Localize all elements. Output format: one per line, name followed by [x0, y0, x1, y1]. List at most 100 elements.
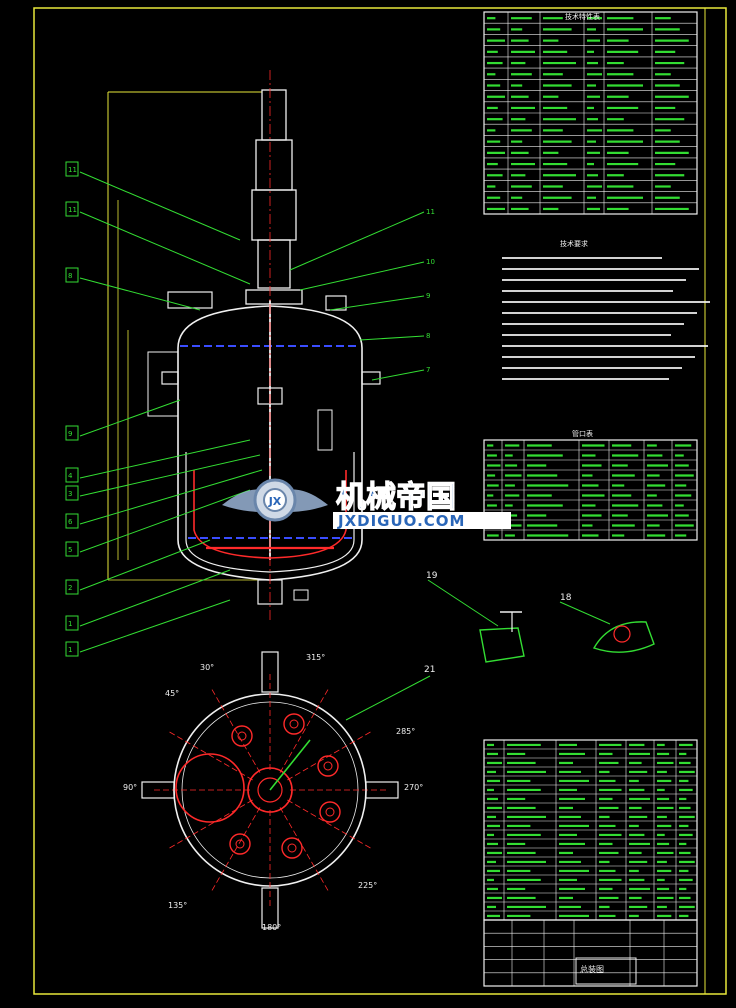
leader-left-11 — [79, 599, 231, 653]
leader-left-8 — [79, 489, 251, 553]
plan-radial-line — [210, 687, 261, 773]
leader-left-label: 5 — [68, 546, 72, 554]
plan-lug-top — [261, 651, 279, 693]
leader-left-7 — [79, 469, 263, 525]
plan-nozzle-2 — [283, 713, 305, 735]
notes-block — [502, 257, 710, 380]
mechanical-seal — [257, 239, 291, 289]
leader-left-9 — [79, 539, 211, 591]
angle-315: 315° — [306, 653, 325, 662]
detail-a-leader — [427, 579, 499, 627]
leader-left-label: 4 — [68, 472, 73, 480]
side-lug-left — [161, 371, 179, 385]
thermowell — [317, 409, 333, 451]
plan-radial-line — [167, 730, 253, 781]
plan-lug-bottom — [261, 887, 279, 929]
leader-right-4 — [359, 335, 425, 341]
leader-left-box — [65, 201, 79, 217]
plan-nozzle-core — [289, 719, 299, 729]
bottom-drain — [293, 589, 309, 601]
leader-right-label: 10 — [426, 258, 435, 266]
leader-left-4 — [79, 399, 181, 437]
angle-45: 45° — [165, 689, 179, 698]
angle-90: 90° — [123, 783, 137, 792]
plan-radial-line — [287, 799, 373, 850]
callout-detail-b: 18 — [560, 593, 572, 603]
leader-left-box — [65, 641, 79, 657]
leader-left-box — [65, 425, 79, 441]
leader-right-5 — [371, 369, 425, 381]
title-block-outline — [483, 919, 698, 987]
plan-nozzle-core — [323, 761, 333, 771]
title-block — [483, 919, 698, 987]
leader-left-label: 9 — [68, 430, 72, 438]
drawing-frame — [33, 7, 727, 995]
title-block-name-cell — [575, 957, 637, 985]
leader-left-label: 6 — [68, 518, 73, 526]
leader-right-label: 11 — [426, 208, 435, 216]
detail-a-shape — [479, 627, 525, 663]
plan-nozzle-4 — [319, 801, 341, 823]
plan-lug-right — [365, 781, 399, 799]
plan-leader-top — [345, 675, 431, 721]
plan-center-inner — [257, 777, 283, 803]
leader-left-label: 8 — [68, 272, 72, 280]
leader-left-box — [65, 467, 79, 483]
leader-left-label: 11 — [68, 166, 77, 174]
plan-radial-line — [287, 730, 373, 781]
leader-left-10 — [79, 569, 231, 627]
leader-right-3 — [329, 295, 425, 311]
vessel-elevation — [107, 70, 381, 620]
plan-nozzle-core — [287, 843, 297, 853]
angle-180: 180° — [262, 923, 281, 932]
leader-left-6 — [79, 454, 261, 497]
watermark-wing-right — [288, 489, 328, 512]
watermark-en-bg — [333, 512, 511, 529]
angle-30: 30° — [200, 663, 214, 672]
leader-right-label: 9 — [426, 292, 430, 300]
angle-135: 135° — [168, 901, 187, 910]
plan-direction-arrow — [269, 739, 311, 791]
detail-b-leader — [559, 601, 611, 625]
leader-left-box — [65, 267, 79, 283]
watermark-en: JXDIGUO.COM — [337, 512, 465, 530]
labels: 技术特性表 技术要求 管口表 总装图 19 18 21 30° 45° 90° … — [123, 12, 604, 974]
leader-left-3 — [79, 277, 201, 311]
leader-left-box — [65, 541, 79, 557]
plan-nozzle-5 — [281, 837, 303, 859]
parts-list — [483, 739, 698, 921]
leader-left-label: 11 — [68, 206, 77, 214]
plan-lug-left — [141, 781, 175, 799]
leader-left-label: 1 — [68, 620, 72, 628]
manhole — [167, 291, 213, 309]
nozzle-table — [483, 439, 698, 541]
notes-title: 技术要求 — [560, 239, 588, 248]
leader-left-box — [65, 513, 79, 529]
leader-left-box — [65, 485, 79, 501]
leader-right-1 — [289, 211, 425, 271]
plan-nozzle-core — [237, 731, 247, 741]
leader-left-box — [65, 579, 79, 595]
top-nozzle-right — [325, 295, 347, 311]
tech-table-title: 技术特性表 — [565, 12, 600, 21]
watermark-gear-hub — [263, 488, 287, 512]
leader-left-5 — [79, 439, 251, 479]
angle-225: 225° — [358, 881, 377, 890]
watermark-badge: JX — [268, 495, 282, 508]
vessel-jacket — [185, 452, 355, 573]
leader-left-label: 2 — [68, 584, 72, 592]
plan-manhole — [175, 753, 245, 823]
plan-nozzle-1 — [231, 725, 253, 747]
leader-left-label: 3 — [68, 490, 72, 498]
callout-plan-top: 21 — [424, 665, 435, 675]
leader-right-label: 8 — [426, 332, 430, 340]
watermark-wing-left — [222, 489, 262, 512]
plan-nozzle-core — [235, 839, 245, 849]
leader-left-2 — [79, 211, 251, 285]
tables-group — [483, 11, 710, 987]
plan-radial-line — [210, 807, 261, 893]
leader-left-label: 1 — [68, 646, 72, 654]
